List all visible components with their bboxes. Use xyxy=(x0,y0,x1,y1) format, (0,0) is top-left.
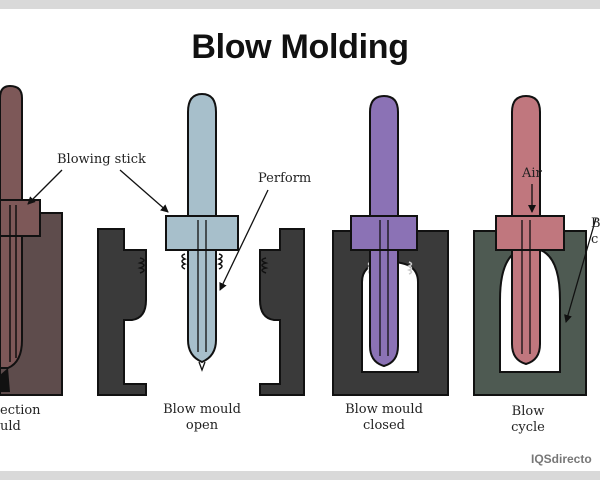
stage2-stick xyxy=(187,92,217,217)
stage3-caption-line2: closed xyxy=(363,418,405,433)
stage1-stick xyxy=(0,84,23,201)
stage2-caption-line2: open xyxy=(185,418,219,433)
stage2-preform xyxy=(187,249,217,364)
blowing-stick-leader-2 xyxy=(119,169,169,213)
stage1-collar xyxy=(0,199,41,237)
stage3-collar xyxy=(350,215,418,251)
stage1-preform xyxy=(0,235,23,369)
blowing-stick-label: Blowing stick xyxy=(57,152,146,167)
stage4-caption-line1: Blow xyxy=(511,404,545,419)
cropped-callout-line1: B xyxy=(591,216,600,231)
stage3-preform xyxy=(369,249,399,368)
stage1-caption-line2: uld xyxy=(0,419,21,434)
stage-blow-mould-closed xyxy=(332,94,449,396)
stage1-caption-line1: ection xyxy=(0,403,41,418)
stage-blow-cycle xyxy=(473,94,587,396)
perform-label: Perform xyxy=(258,171,312,186)
stage4-caption: Blow cycle xyxy=(480,404,576,436)
stage2-right-mould xyxy=(259,228,305,396)
stage2-collar xyxy=(165,215,239,251)
stage2-caption-line1: Blow mould xyxy=(163,402,241,417)
stage2-caption: Blow mould open xyxy=(140,402,264,434)
stage-injection-mould xyxy=(0,84,63,396)
stage4-stick xyxy=(511,94,541,217)
perform-leader xyxy=(219,189,269,291)
stage-blow-mould-open xyxy=(97,92,305,396)
stage4-caption-line2: cycle xyxy=(511,420,545,435)
blowing-stick-leader xyxy=(27,169,63,205)
stage2-left-mould xyxy=(97,228,147,396)
stage3-stick xyxy=(369,94,399,217)
stage4-preform xyxy=(511,249,541,366)
diagram-title: Blow Molding xyxy=(191,28,409,66)
air-label: Air xyxy=(522,166,542,181)
stage1-caption: ection uld xyxy=(0,403,48,435)
brand-watermark: IQSdirecto xyxy=(531,452,592,466)
cropped-callout-line2: c xyxy=(591,232,599,247)
stage3-caption-line1: Blow mould xyxy=(345,402,423,417)
stage3-caption: Blow mould closed xyxy=(322,402,446,434)
cavity-leader xyxy=(564,217,597,323)
